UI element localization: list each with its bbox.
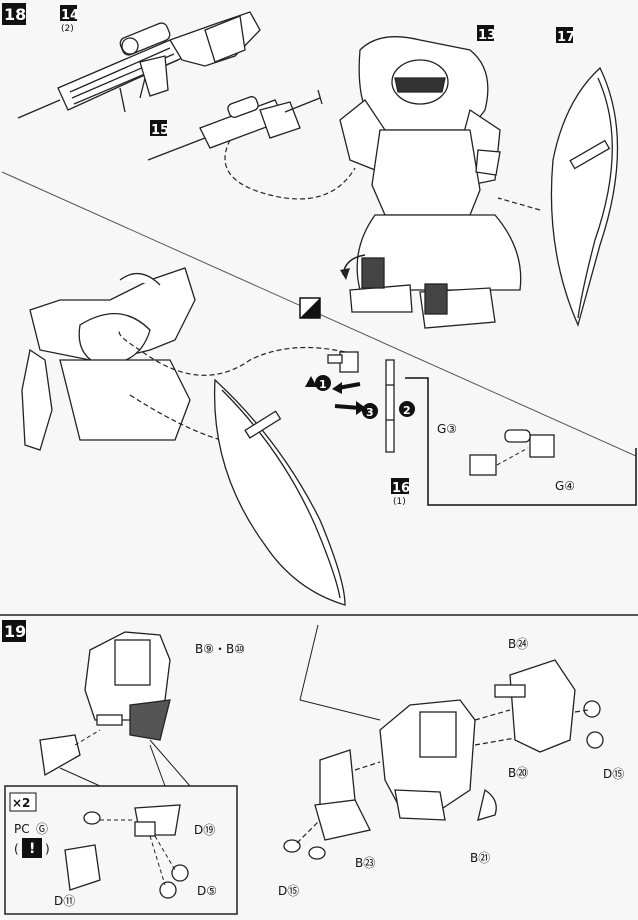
svg-text:D⑲: D⑲ [194, 823, 215, 837]
callout-box-g3-g4: G③ G④ [405, 377, 637, 506]
inset-leader-lines [59, 739, 191, 787]
svg-text:(: ( [14, 842, 19, 856]
svg-text:B㉓: B㉓ [355, 856, 375, 870]
svg-text:13: 13 [478, 28, 496, 43]
connector-lines-top [224, 139, 541, 211]
mobile-suit-front-drawing [339, 36, 522, 329]
svg-text:(2): (2) [61, 24, 74, 34]
svg-text:D⑤: D⑤ [197, 884, 217, 898]
svg-text:D⑪: D⑪ [54, 894, 75, 908]
svg-text:B㉑: B㉑ [470, 851, 490, 865]
svg-text:B⑨・B⑩: B⑨・B⑩ [195, 642, 245, 656]
svg-text:2: 2 [403, 404, 411, 417]
rotate-arrowhead [340, 268, 350, 280]
svg-text:): ) [45, 842, 50, 856]
svg-text:15: 15 [151, 123, 169, 138]
caution-badge [299, 297, 321, 319]
svg-text:Ⓖ: Ⓖ [36, 822, 48, 836]
svg-text:19: 19 [4, 622, 26, 641]
rod-part-16 [385, 359, 395, 453]
part-17-badge: 17 [556, 27, 575, 45]
step-18-badge: 18 [2, 3, 26, 25]
svg-text:3: 3 [366, 406, 374, 419]
svg-text:B㉔: B㉔ [508, 637, 528, 651]
svg-text:D⑮: D⑮ [603, 767, 624, 781]
svg-text:14: 14 [61, 8, 79, 23]
part-14-badge: 14 (2) [60, 5, 79, 34]
svg-text:B⑳: B⑳ [508, 766, 528, 780]
mobile-suit-back-drawing [21, 267, 196, 451]
bazooka-drawing [147, 89, 323, 161]
assembly-sequence: 1 3 2 [305, 375, 415, 419]
svg-text:17: 17 [557, 30, 575, 45]
svg-text:D⑮: D⑮ [278, 884, 299, 898]
connector-lines-step19-right [296, 709, 589, 844]
connector-step19-left [74, 729, 101, 746]
inset-box: ×2 PC Ⓖ ( ! ) D⑲ D⑪ D⑤ [4, 785, 238, 915]
hand-grip-part [327, 351, 359, 373]
backpack-right-drawing [283, 659, 604, 860]
svg-text:×2: ×2 [12, 796, 30, 810]
svg-text:16: 16 [392, 481, 410, 496]
svg-text:PC: PC [14, 822, 30, 836]
svg-text:G③: G③ [437, 422, 457, 436]
svg-text:!: ! [29, 841, 35, 857]
inset-leader-right [299, 699, 381, 721]
part-15-badge: 15 [150, 120, 169, 138]
backpack-left-drawing [39, 631, 171, 777]
shield-drawing-middle [213, 378, 346, 606]
svg-text:18: 18 [4, 5, 26, 24]
part-13-badge: 13 [477, 25, 496, 43]
inset-leader-right-2 [299, 624, 319, 701]
svg-text:G④: G④ [555, 479, 575, 493]
step-19-badge: 19 [2, 620, 26, 642]
sniper-rifle-drawing [17, 11, 261, 119]
shield-drawing-top [550, 66, 619, 327]
svg-text:1: 1 [319, 378, 327, 391]
part-16-badge [391, 478, 409, 494]
svg-text:(1): (1) [393, 497, 406, 507]
